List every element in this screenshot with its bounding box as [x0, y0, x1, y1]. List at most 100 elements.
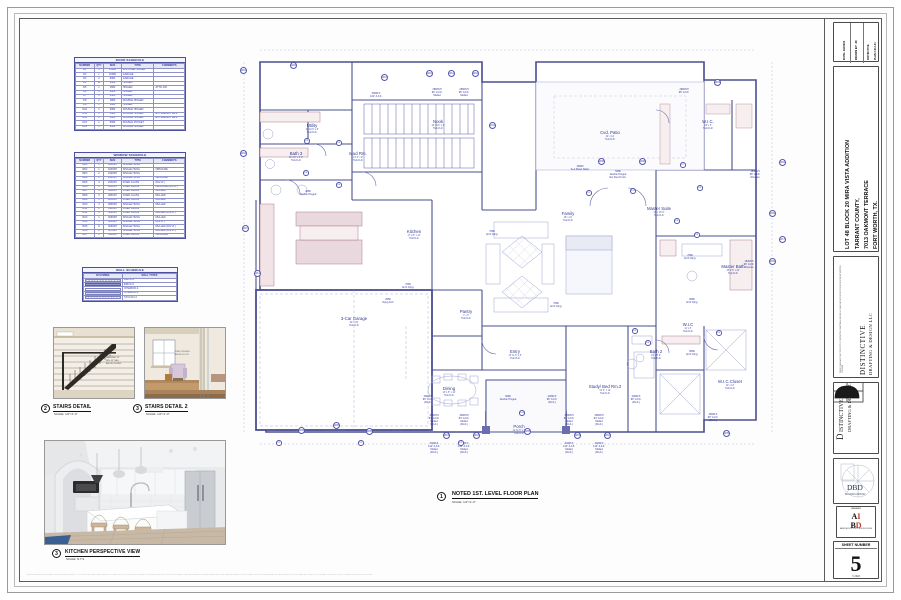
window-tag: W09 [769, 210, 776, 217]
dbd-seal-box: DBD BUILDING DESIGN [833, 458, 879, 504]
door-tag: D3 [358, 440, 364, 446]
stairs-detail-title: STAIRS DETAIL [53, 404, 92, 412]
room-area: 10' x 6' [704, 124, 712, 127]
distinctive-logo-icon: D ISTINCTIVE DRAFTING & DESIGN LLC [830, 377, 864, 440]
kitchen-perspective-scale: SCALE: N.T.S. [66, 557, 85, 561]
table-cell: DOUBLE HINGED [120, 124, 155, 131]
window-tag: W14 [254, 270, 261, 277]
room-area: 11' x 6' [684, 327, 692, 330]
room-name: Kitchen [406, 229, 422, 234]
detail-bubble-3: 3 [133, 404, 142, 413]
room-area: 24' x 14' [605, 135, 615, 138]
floor-plan-scale: SCALE: 1/4"=1'-0" [452, 500, 476, 504]
window-tag: W05 [366, 428, 373, 435]
table-cell [153, 124, 185, 131]
sheet-frame [19, 18, 882, 582]
room-area: 10' x 13' [725, 384, 735, 387]
door-tag: D6 [303, 170, 309, 176]
room-area: 12' 11.5" x 8' [508, 354, 522, 357]
title-block-drawn-by: DRAWN BY: JD [855, 40, 858, 60]
door-tag: D4 [697, 185, 703, 191]
table-cell: 1 [93, 124, 105, 131]
room-label: W.I.C.10' x 6'TILE FLR. [682, 119, 734, 130]
stairs-detail-2-title: STAIRS DETAIL 2 [145, 404, 188, 412]
window-tag: W03 [290, 62, 297, 69]
room-finish: TILE FLR. [408, 237, 420, 240]
window-tag: W13 [381, 74, 388, 81]
window-tag: W15 [443, 432, 450, 439]
sheet-number-value: 5 [850, 551, 862, 576]
window-tag: W09 [769, 258, 776, 265]
title-block-divider [824, 18, 825, 582]
room-finish: TILE FLR. [727, 272, 739, 275]
svg-text:STAIR OPENING: STAIR OPENING [175, 350, 190, 353]
room-finish: TILE FLR. [724, 387, 736, 390]
table-cell: FIXED GLASS [120, 232, 155, 239]
room-label: Mud Rm.13' 6" x 8'TILE FLR. [332, 151, 384, 162]
aibd-caption: MEMBER [851, 508, 861, 510]
table-cell: W17 [75, 232, 95, 239]
project-line-1: LOT 48 BLOCK 20 MIRA VISTA ADDITION [845, 139, 851, 249]
window-tag: W10 [472, 70, 479, 77]
room-area: 13' 10.6" x 9' [431, 124, 445, 127]
stairs-detail-2-scale: SCALE: 1/4"=1'-0" [146, 412, 170, 416]
distinctive-logo-box: D ISTINCTIVE DRAFTING & DESIGN LLC [830, 377, 879, 454]
table-cell: 1 [93, 232, 105, 239]
project-line-2: TARRANT COUNTY, [855, 198, 861, 249]
room-finish: TILE FLR. [599, 392, 611, 395]
svg-text:HANDRAIL 34": HANDRAIL 34" [106, 356, 120, 359]
room-name: Porch [513, 424, 525, 429]
room-finish: TILE FLR. [650, 357, 662, 360]
aibd-footer: AMERICAN INSTITUTE OF BUILDING DESIGN [839, 529, 873, 530]
window-tag: W15 [574, 432, 581, 439]
legal-disclaimer: THESE PLANS AND DESIGNS ARE THE EXCLUSIV… [26, 574, 373, 576]
window-tag: W10 [426, 70, 433, 77]
room-name: W.I.C.Closet [718, 379, 742, 384]
door-tag: D14 [519, 410, 525, 416]
room-name: Pantry [459, 309, 473, 314]
dbd-seal-subtext: BUILDING DESIGN [845, 494, 866, 496]
room-area: 10' 10.6" x 8' [305, 128, 319, 131]
door-schedule-caption: DOOR SCHEDULE [75, 58, 185, 64]
room-area: 32' x 24' [349, 321, 359, 324]
window-tag: W16 [604, 432, 611, 439]
detail-bubble-2: 2 [41, 404, 50, 413]
title-block-plan-id: PLAN #:213-24 [874, 42, 877, 60]
door-tag: D4 [336, 140, 342, 146]
window-tag: W11 [489, 122, 496, 129]
wall-type-name: STUCCO-4 [122, 295, 177, 301]
room-area: 13' 6" x 8' [353, 156, 363, 159]
room-finish: TILE FLR. [682, 330, 694, 333]
firm-subtitle: DRAFTING & DESIGN LLC [868, 312, 873, 375]
svg-text:ABOVE FLOOR: ABOVE FLOOR [175, 353, 189, 356]
door-tag: D7 [680, 162, 686, 168]
window-tag: W17 [779, 236, 786, 243]
floor-plan-title: NOTED 1ST. LEVEL FLOOR PLAN [452, 491, 539, 499]
room-finish: TILE FLR. [290, 159, 302, 162]
wall-schedule-caption: WALL SCHEDULE [83, 268, 177, 274]
room-finish: TILE FLR. [432, 127, 444, 130]
room-name: Master Bath [721, 264, 745, 269]
